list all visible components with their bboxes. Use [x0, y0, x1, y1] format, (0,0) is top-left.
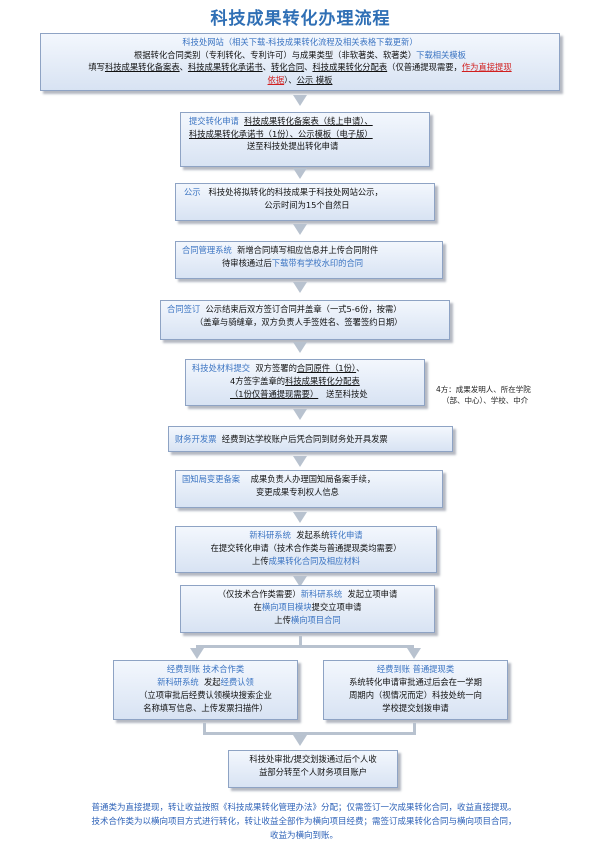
- merge-right-stem: [413, 723, 416, 733]
- step-research-line2: 在提交转化申请（技术合作类与普通提现类均需要）: [210, 543, 402, 553]
- step-publicity-line2: 公示时间为15个自然日: [264, 199, 350, 210]
- step-contract-system-line2: 待审核通过后下载带有学校水印的合同: [222, 257, 364, 268]
- step-download-line3: 填写科技成果转化备案表、科技成果转化承诺书、转化合同、科技成果转化分配表（仅普通…: [88, 62, 512, 72]
- final-line2: 益部分转至个人财务项目账户: [259, 766, 367, 777]
- step-download-line1: 科技处网站（相关下载-科技成果转化流程及相关表格下载更新）: [182, 37, 418, 47]
- step-cnipa-line1: 国知局变更备案 成果负责人办理国知局备案手续，: [182, 474, 376, 484]
- funds-regular-withdrawal: 经费到账 普通提现类 系统转化申请审批通过后会在一学期 周期内（视情况而定）科技…: [323, 660, 508, 720]
- step-new-research-system: 新科研系统 发起系统转化申请 在提交转化申请（技术合作类与普通提现类均需要） 上…: [175, 526, 437, 573]
- step-submit-line2: 科技成果转化承诺书（1份）、公示模板（电子版）: [189, 128, 373, 139]
- step-download-line2: 根据转化合同类别（专利转化、专利许可）与成果类型（非软著类、软著类）下载相关模板: [134, 49, 466, 60]
- step-submit-line1: 提交转化申请 科技成果转化备案表（线上申请）、: [189, 116, 373, 126]
- step-submit-application: 提交转化申请 科技成果转化备案表（线上申请）、 科技成果转化承诺书（1份）、公示…: [180, 112, 430, 167]
- merge-horizontal: [203, 732, 416, 735]
- arrow-4: [293, 282, 307, 293]
- step-project-line1: （仅技术合作类需要）新科研系统 发起立项申请: [217, 589, 398, 599]
- step-signing-line2: （盖章与骑缝章，双方负责人手签姓名、签署签约日期）: [195, 316, 403, 327]
- step-research-line1: 新科研系统 发起系统转化申请: [249, 530, 363, 540]
- page-title: 科技成果转化办理流程: [210, 9, 391, 29]
- step-publicity-line1: 公示 科技处将拟转化的科技成果于科技处网站公示，: [184, 187, 383, 197]
- step-signing-line1: 合同签订 公示结束后双方签订合同并盖章（一式5-6份，按需）: [167, 304, 402, 314]
- funds-tech-title: 经费到账 技术合作类: [166, 664, 245, 674]
- final-personal-account: 科技处审批/提交划拨通过后个人收 益部分转至个人财务项目账户: [228, 750, 398, 788]
- step-download-line4: 依据）、公示 模板: [267, 74, 333, 85]
- step-project-line3: 上传横向项目合同: [274, 615, 341, 625]
- step-material-submission: 科技处材料提交 双方签署的合同原件（1份）、 4方签字盖章的科技成果转化分配表 …: [185, 359, 425, 406]
- arrow-6: [293, 409, 307, 420]
- funds-regular-line3: 周期内（视情况而定）科技处统一向: [349, 690, 482, 700]
- arrow-2: [293, 168, 307, 179]
- funds-technical-cooperation: 经费到账 技术合作类 新科研系统 发起经费认领 （立项审批后经费认领模块搜索企业…: [113, 660, 298, 720]
- funds-tech-line3: （立项审批后经费认领模块搜索企业: [139, 690, 272, 700]
- step-cnipa-line2: 变更成果专利权人信息: [256, 486, 339, 497]
- step-submit-line3: 送至科技处提出转化申请: [247, 141, 339, 151]
- funds-regular-title: 经费到账 普通提现类: [376, 664, 455, 674]
- step-research-line3: 上传成果转化合同及相应材料: [252, 556, 360, 566]
- step-material-line2: 4方签字盖章的科技成果转化分配表: [230, 376, 360, 386]
- arrow-3: [293, 224, 307, 235]
- footer-line2: 技术合作类为以横向项目方式进行转化，转让收益全部作为横向项目经费；需签订成果转化…: [91, 817, 517, 827]
- funds-tech-line4: 名称填写信息、上传发票扫描件）: [143, 703, 268, 713]
- arrow-5: [293, 342, 307, 353]
- step-project-line2: 在横向项目模块提交立项申请: [253, 602, 362, 612]
- step-cnipa-filing: 国知局变更备案 成果负责人办理国知局备案手续， 变更成果专利权人信息: [175, 470, 443, 508]
- branch-stem: [299, 636, 302, 646]
- funds-regular-line2: 系统转化申请审批通过后会在一学期: [349, 677, 482, 687]
- step-contract-system: 合同管理系统 新增合同填写相应信息并上传合同附件 待审核通过后下载带有学校水印的…: [175, 241, 443, 279]
- final-line1: 科技处审批/提交划拨通过后个人收: [249, 754, 377, 764]
- step-project-application: （仅技术合作类需要）新科研系统 发起立项申请 在横向项目模块提交立项申请 上传横…: [180, 585, 435, 633]
- step-material-line3: （1份仅普通提现需要） 送至科技处: [230, 389, 368, 399]
- arrow-right-branch: [407, 648, 421, 659]
- footer-line3: 收益为横向到账。: [269, 831, 338, 841]
- funds-regular-line4: 学校提交划拨申请: [382, 703, 449, 713]
- merge-left-stem: [203, 723, 206, 733]
- step-publicity: 公示 科技处将拟转化的科技成果于科技处网站公示， 公示时间为15个自然日: [175, 183, 435, 221]
- footer-notes: 普通类为直接提现，转让收益按照《科技成果转化管理办法》分配；仅需签订一次成果转化…: [24, 801, 584, 843]
- step-contract-system-line1: 合同管理系统 新增合同填写相应信息并上传合同附件: [182, 245, 379, 255]
- step-invoice: 财务开发票 经费到达学校账户后凭合同到财务处开具发票: [168, 426, 453, 452]
- branch-horizontal: [196, 645, 414, 648]
- four-parties-note: 4方：成果发明人、所在学院 （部、中心）、学校、中介: [436, 385, 531, 405]
- step-contract-signing: 合同签订 公示结束后双方签订合同并盖章（一式5-6份，按需） （盖章与骑缝章，双…: [160, 300, 450, 340]
- arrow-8: [293, 512, 307, 523]
- step-download-templates: 科技处网站（相关下载-科技成果转化流程及相关表格下载更新） 根据转化合同类别（专…: [40, 33, 560, 91]
- arrow-final: [293, 735, 307, 746]
- arrow-1: [293, 95, 307, 106]
- arrow-9: [293, 576, 307, 587]
- arrow-7: [293, 456, 307, 467]
- arrow-left-branch: [190, 648, 204, 659]
- step-material-line1: 科技处材料提交 双方签署的合同原件（1份）、: [192, 363, 365, 373]
- footer-line1: 普通类为直接提现，转让收益按照《科技成果转化管理办法》分配；仅需签订一次成果转化…: [91, 803, 517, 813]
- funds-tech-line2: 新科研系统 发起经费认领: [157, 677, 254, 687]
